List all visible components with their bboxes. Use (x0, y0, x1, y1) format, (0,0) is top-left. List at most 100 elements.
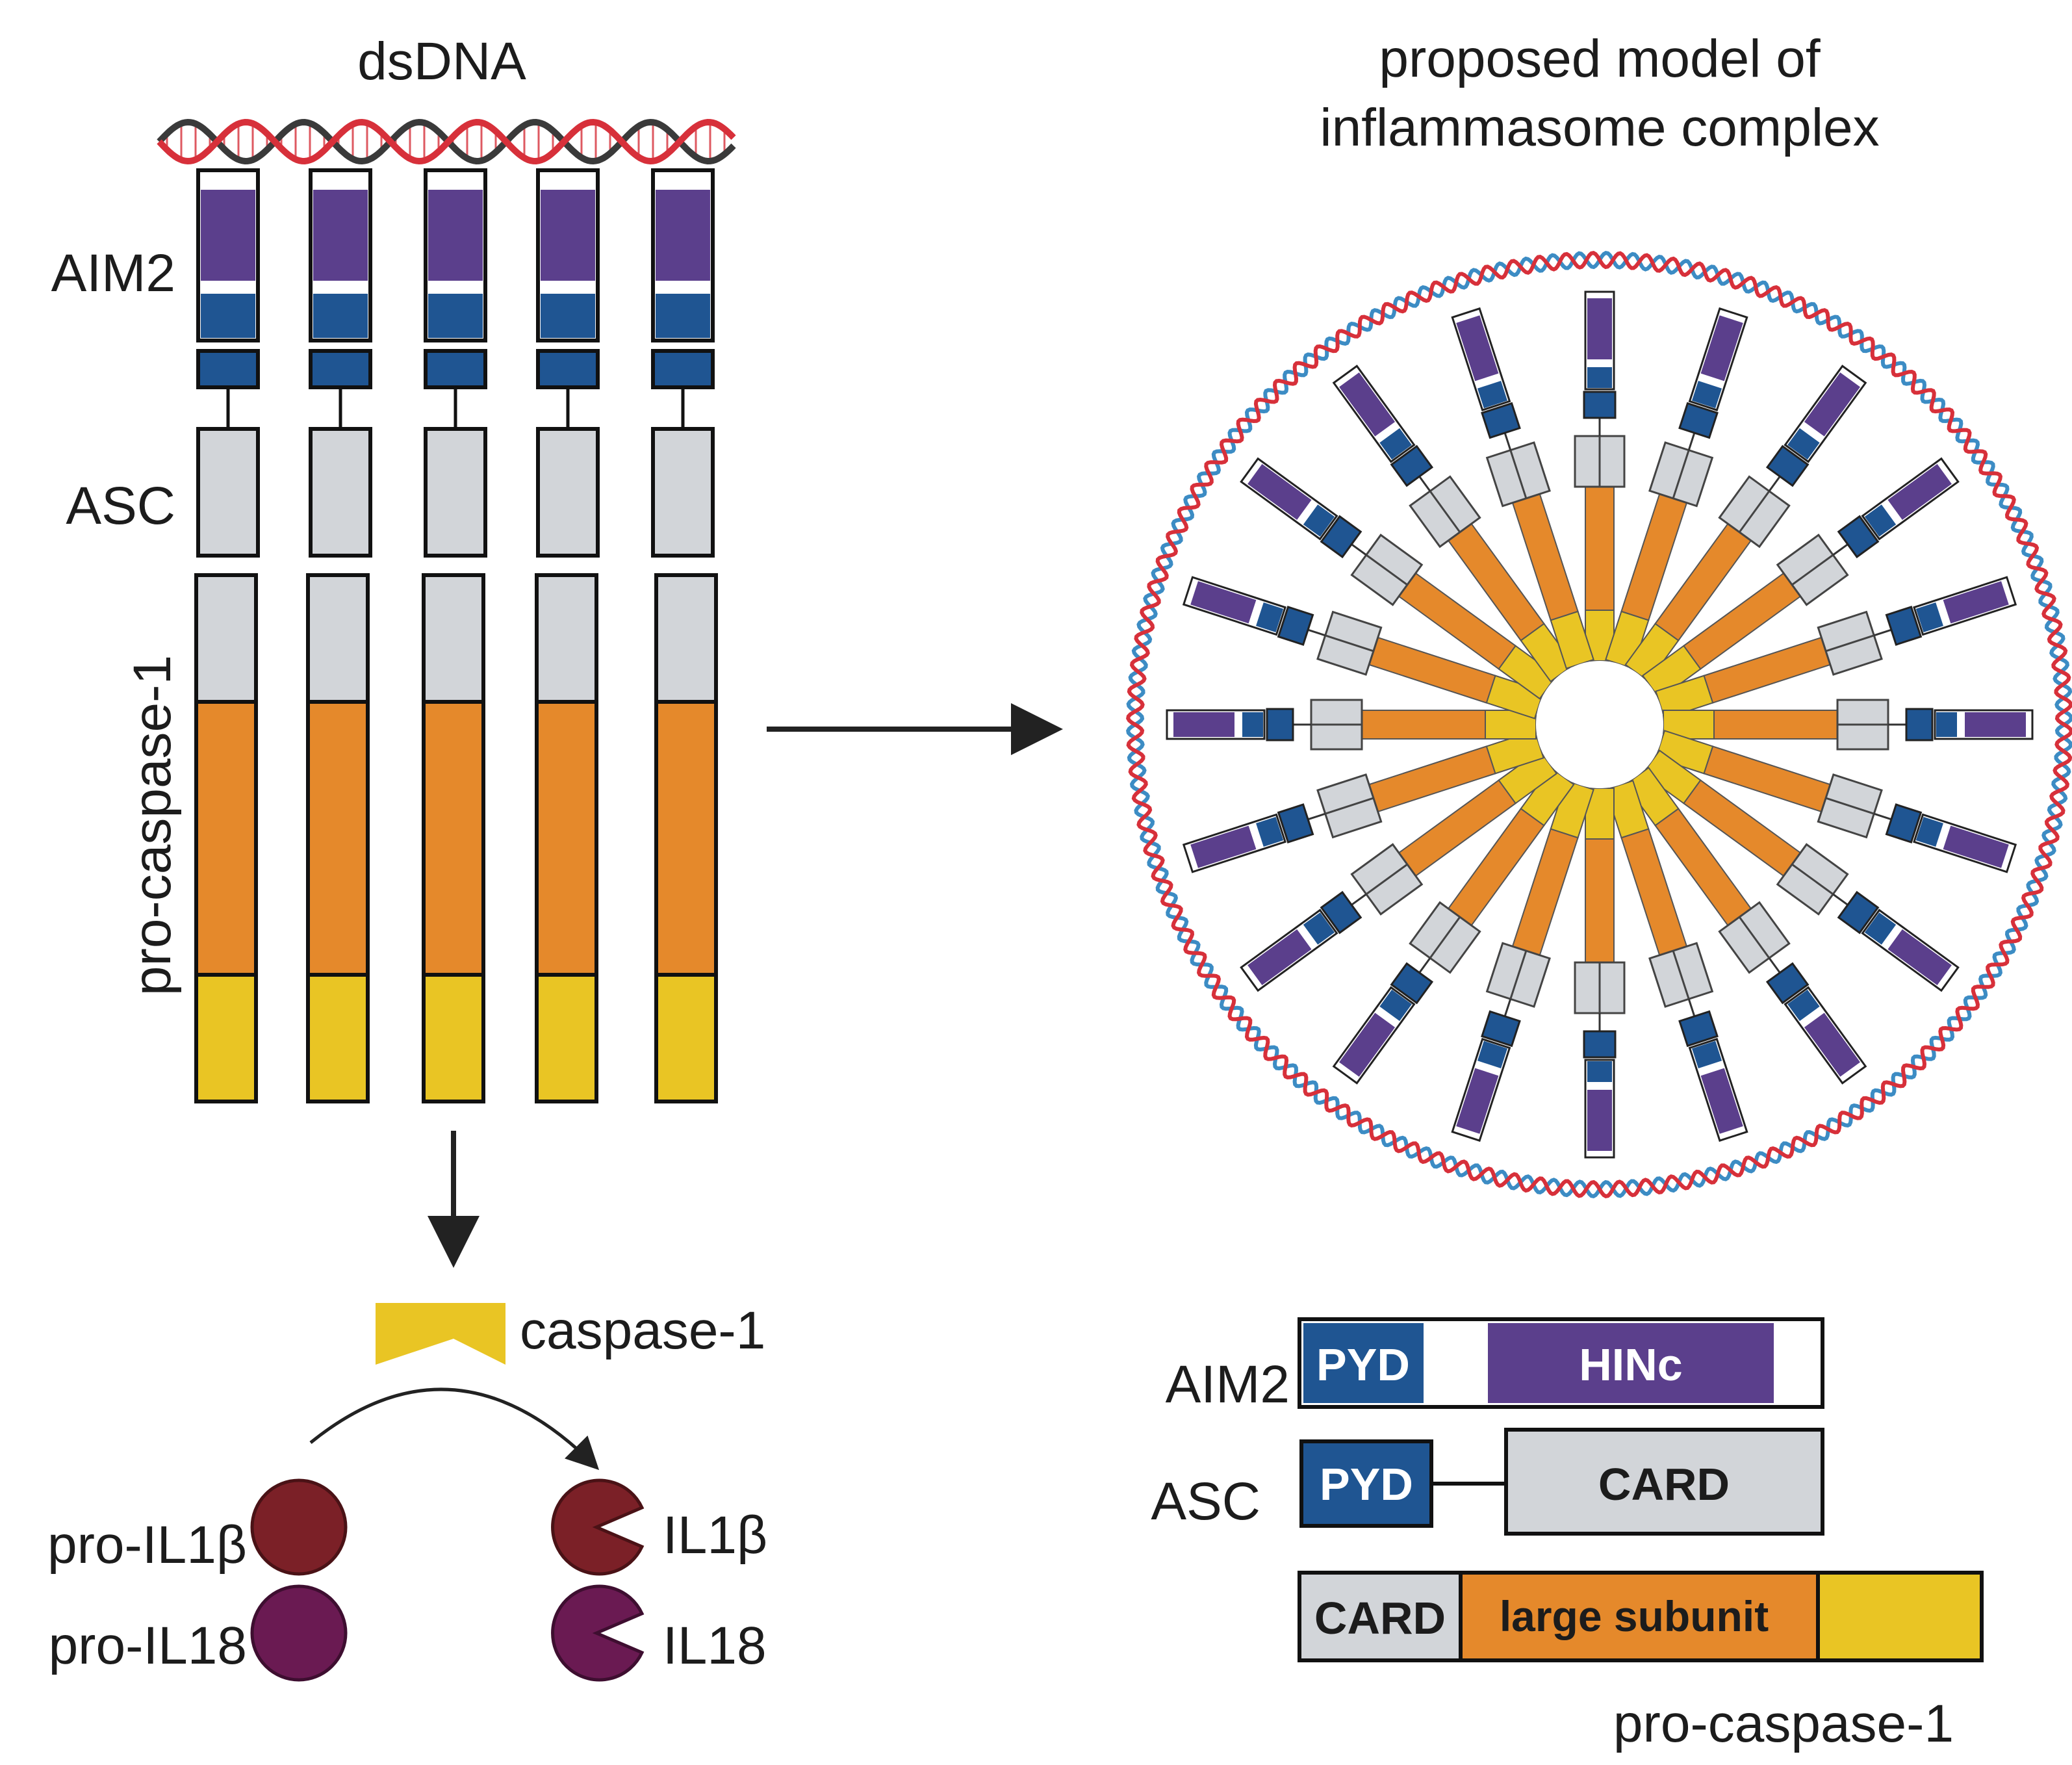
spoke-aim2-hinc (1247, 929, 1312, 985)
dna-strand-red (157, 118, 736, 165)
spoke-10 (1605, 780, 1748, 1142)
spoke-aim2-blue (1692, 381, 1722, 409)
aim2-hinc-domain (656, 190, 710, 281)
spoke-card-divider (1791, 863, 1834, 895)
right-panel: proposed model of inflammasome complex (1126, 29, 2072, 1198)
spoke-linker (1687, 998, 1696, 1017)
spoke-7 (1655, 730, 2017, 873)
spoke-aim2-blue (1936, 712, 1957, 737)
spoke-linker (1832, 543, 1848, 556)
caspase-1-icon (376, 1303, 505, 1365)
caspase-1-label: caspase-1 (520, 1301, 765, 1360)
spoke-linker (1418, 957, 1431, 973)
spoke-1 (1574, 290, 1626, 662)
aim2-pyd-domain (651, 349, 715, 389)
spoke-aim2-hinc (1700, 315, 1743, 381)
caspase-small-subunit (306, 973, 370, 1103)
spoke-aim2-hinc (1965, 712, 2026, 737)
il18-cleaved-icon (551, 1584, 645, 1682)
aim2-pyd-domain (309, 349, 372, 389)
caspase-card-domain (306, 573, 370, 704)
spoke-aim2-blue (1864, 912, 1897, 945)
spoke-card-divider (1365, 863, 1408, 895)
il18-label: IL18 (663, 1616, 767, 1675)
legend-aim2-pyd (1303, 1323, 1424, 1403)
column-2 (306, 168, 372, 1103)
spoke-pyd (1390, 962, 1434, 1005)
aim2-blue-domain (201, 294, 255, 338)
legend-aim2-label: AIM2 (1166, 1355, 1290, 1414)
spoke-pyd (1320, 890, 1362, 934)
ring-strand-red (1126, 251, 2072, 1198)
spoke-aim2-blue (1587, 1061, 1612, 1082)
spoke-aim2-blue (1256, 602, 1284, 632)
spoke-large-subunit (1713, 710, 1838, 740)
spoke-pyd (1885, 803, 1923, 844)
spoke-aim2-hinc (1247, 464, 1312, 521)
asc-card-domain (309, 427, 372, 558)
spoke-pyd (1583, 391, 1617, 419)
aim2-hinc-domain (201, 190, 255, 281)
spoke-aim2-blue (1787, 989, 1820, 1022)
spoke-19 (1332, 365, 1575, 683)
caspase-large-subunit (535, 700, 598, 977)
spoke-aim2-blue (1787, 428, 1820, 460)
spoke-17 (1182, 576, 1544, 719)
legend-asc-pyd-text: PYD (1320, 1459, 1413, 1510)
spoke-aim2-blue (1242, 712, 1263, 737)
legend-aim2: AIM2 PYD HINc (1166, 1317, 1824, 1414)
spoke-linker (1418, 476, 1431, 492)
legend-procaspase-small-subunit (1816, 1571, 1984, 1662)
spoke-aim2-hinc (1804, 372, 1860, 437)
spoke-aim2-hinc (1456, 315, 1499, 381)
caspase-card-domain (194, 573, 258, 704)
caspase-large-subunit (422, 700, 485, 977)
spoke-aim2-blue (1379, 428, 1412, 460)
aim2-pyd-domain (196, 349, 260, 389)
caspase-small-subunit (654, 973, 718, 1103)
spoke-linker (1687, 432, 1696, 451)
il1b-cleaved-icon (551, 1478, 645, 1576)
aim2-blue-domain (541, 294, 595, 338)
spoke-large-subunit (1585, 486, 1615, 611)
left-panel: dsDNA AIM2 ASC pro-caspase-1 (51, 32, 736, 1103)
legend-asc-card (1504, 1428, 1824, 1536)
spoke-aim2-hinc (1173, 712, 1234, 737)
legend-procaspase-card-text: CARD (1314, 1593, 1446, 1643)
column-1 (194, 168, 260, 1103)
spoke-card-divider (1738, 916, 1771, 959)
spoke-aim2-hinc (1190, 581, 1257, 624)
legend-procaspase-label: pro-caspase-1 (1613, 1694, 1954, 1753)
legend-asc-card-text: CARD (1598, 1459, 1730, 1510)
spoke-pyd (1583, 1030, 1617, 1059)
asc-card-domain (651, 427, 715, 558)
spoke-5 (1655, 576, 2017, 719)
spoke-card-divider (1325, 634, 1374, 652)
aim2-hinc-domain (541, 190, 595, 281)
legend-aim2-hinc-text: HINc (1579, 1339, 1682, 1390)
spoke-11 (1574, 788, 1626, 1159)
aim2-blue-domain (313, 294, 368, 338)
column-3 (422, 168, 487, 1103)
spoke-aim2-hinc (1190, 825, 1257, 868)
spoke-aim2-blue (1477, 381, 1507, 409)
spoke-pyd (1837, 515, 1880, 559)
pro-il18-circle (250, 1584, 348, 1682)
spoke-aim2-hinc (1700, 1068, 1743, 1134)
spoke-linker (1351, 893, 1367, 906)
spoke-linker (1503, 998, 1512, 1017)
spoke-pyd (1765, 962, 1810, 1005)
spoke-aim2-hinc (1339, 372, 1396, 437)
spoke-card-divider (1509, 450, 1528, 499)
spoke-linker (1832, 893, 1848, 906)
spoke-2 (1605, 307, 1748, 669)
spoke-aim2-blue (1915, 602, 1943, 632)
spoke-aim2-hinc (1887, 929, 1952, 985)
asc-label: ASC (66, 476, 175, 535)
legend-procaspase-large-subunit-text: large subunit (1500, 1592, 1769, 1640)
spoke-card-divider (1825, 797, 1874, 815)
spoke-pyd (1481, 1010, 1521, 1048)
legend-asc-label: ASC (1151, 1472, 1260, 1531)
spoke-linker (1873, 628, 1892, 637)
spoke-pyd (1885, 606, 1923, 646)
